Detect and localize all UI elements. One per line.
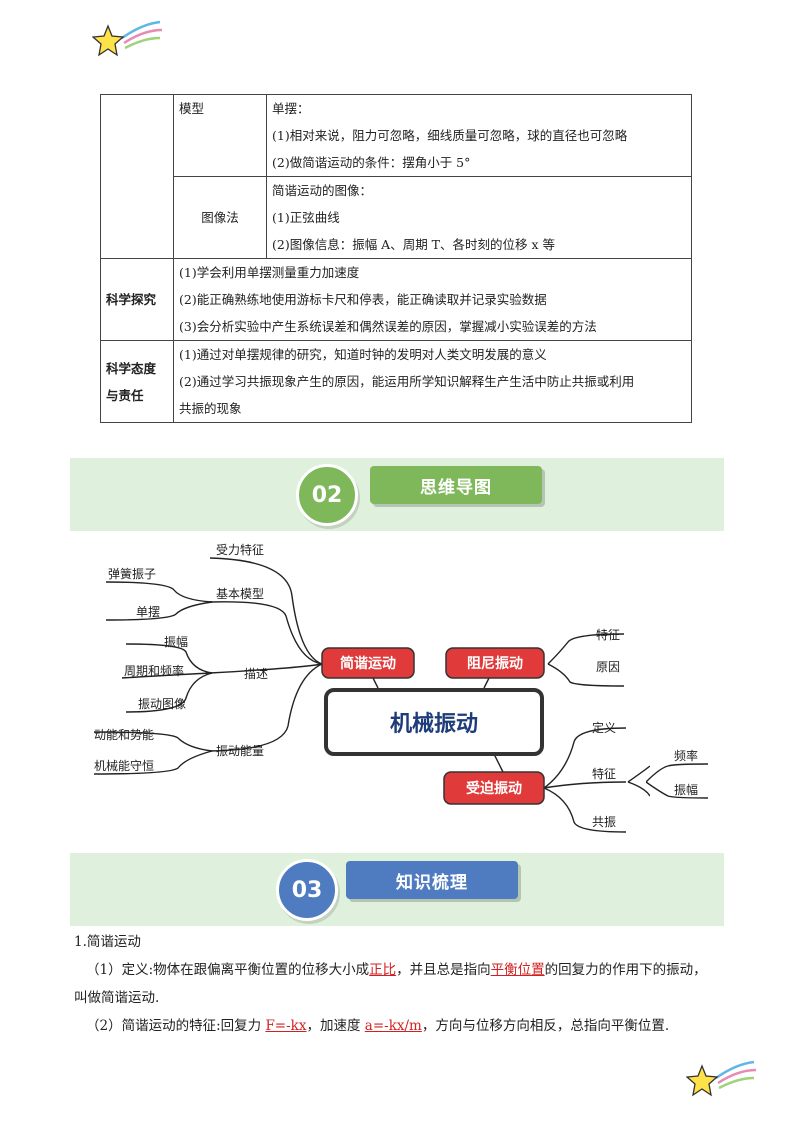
section-number-badge: 02 [296,464,358,526]
table-line: (1)相对来说，阻力可忽略，细线质量可忽略，球的直径也可忽略 [272,128,628,143]
table-line: 简谐运动的图像： [272,183,373,198]
knowledge-paragraph-cont: 叫做简谐运动. [74,990,160,1006]
course-outline-table: 模型 单摆： (1)相对来说，阻力可忽略，细线质量可忽略，球的直径也可忽略 (2… [100,94,692,423]
table-line: (2)通过学习共振现象产生的原因，能运用所学知识解释生产生活中防止共振或利用 [179,374,635,389]
mindmap-label-forced-feature: 特征 [592,766,616,781]
text-run: ，加速度 [306,1018,365,1034]
table-cell-content: 单摆： (1)相对来说，阻力可忽略，细线质量可忽略，球的直径也可忽略 (2)做简… [266,94,692,177]
table-row-label-line1: 科学态度 [106,360,157,376]
table-cell-content: (1)通过对单摆规律的研究，知道时钟的发明对人类文明发展的意义 (2)通过学习共… [173,340,692,423]
text-run: （2）简谐运动的特征:回复力 [86,1018,266,1034]
table-row: 科学探究 (1)学会利用单摆测量重力加速度 (2)能正确熟练地使用游标卡尺和停表… [100,258,692,341]
table-cell-empty [100,94,174,259]
table-sub-label: 图像法 [173,176,267,259]
keyword-highlight: F=-kx [265,1018,307,1034]
table-line: (2)能正确熟练地使用游标卡尺和停表，能正确读取并记录实验数据 [179,292,547,307]
mindmap-label-model: 基本模型 [216,587,264,601]
mindmap-label-frequency: 频率 [674,748,698,763]
table-row-label: 科学态度 与责任 [100,340,174,423]
table-sub-label: 模型 [173,94,267,177]
mindmap-node-label: 阻尼振动 [467,655,523,672]
table-row: 图像法 简谐运动的图像： (1)正弦曲线 (2)图像信息：振幅 A、周期 T、各… [101,176,692,259]
mindmap-center-label: 机械振动 [390,712,478,737]
table-line: (3)会分析实验中产生系统误差和偶然误差的原因，掌握减小实验误差的方法 [179,319,597,334]
mindmap-label-graph: 振动图像 [138,697,186,711]
mindmap-label-damped-feature: 特征 [596,627,620,642]
table-line: (1)学会利用单摆测量重力加速度 [179,265,360,280]
table-row-label: 科学探究 [100,258,174,341]
mindmap-label-pendulum: 单摆 [136,605,160,619]
mindmap-label-forced-amplitude: 振幅 [674,782,698,797]
mindmap-label-damped-cause: 原因 [596,660,620,674]
keyword-highlight: 平衡位置 [490,962,545,978]
table-line: (2)图像信息：振幅 A、周期 T、各时刻的位移 x 等 [272,237,556,252]
mindmap-label-forced-definition: 定义 [592,720,616,735]
star-decoration-icon [92,20,163,57]
keyword-highlight: a=-kx/m [364,1018,422,1034]
knowledge-content: 1.简谐运动 （1）定义:物体在跟偏离平衡位置的位移大小成正比，并且总是指向平衡… [74,928,734,1040]
mindmap-label-ke-pe: 动能和势能 [94,728,154,742]
table-line: 单摆： [272,101,310,116]
section-02-banner: 02 思维导图 [70,458,724,531]
section-03-banner: 03 知识梳理 [70,853,724,926]
text-run: 的回复力的作用下的振动， [544,962,707,978]
knowledge-heading: 1.简谐运动 [74,934,141,950]
table-row: 科学态度 与责任 (1)通过对单摆规律的研究，知道时钟的发明对人类文明发展的意义… [100,340,692,423]
table-line: (1)通过对单摆规律的研究，知道时钟的发明对人类文明发展的意义 [179,347,547,362]
knowledge-paragraph: （2）简谐运动的特征:回复力 F=-kx，加速度 a=-kx/m，方向与位移方向… [74,1012,734,1040]
section-title: 知识梳理 [346,861,518,899]
mindmap-label-describe: 描述 [244,667,268,681]
keyword-highlight: 正比 [369,962,397,978]
mindmap-label-period: 周期和频率 [124,663,184,678]
mindmap-node-label: 受迫振动 [466,780,522,797]
text-run: ，方向与位移方向相反，总指向平衡位置. [421,1018,670,1034]
knowledge-paragraph: （1）定义:物体在跟偏离平衡位置的位移大小成正比，并且总是指向平衡位置的回复力的… [74,956,734,984]
section-number-badge: 03 [276,859,338,921]
mindmap-label-energy: 振动能量 [216,744,264,758]
mind-map-forced-subtree: 频率 振幅 [646,748,709,799]
table-line: (1)正弦曲线 [272,210,340,225]
mindmap-node-label: 简谐运动 [340,655,396,672]
text-run: （1）定义:物体在跟偏离平衡位置的位移大小成 [86,962,370,978]
text-run: ，并且总是指向 [396,962,491,978]
table-row-label-line2: 与责任 [106,387,144,403]
table-line: (2)做简谐运动的条件：摆角小于 5° [272,155,471,170]
mindmap-label-spring: 弹簧振子 [108,566,156,581]
mindmap-node-damped [445,647,545,679]
mind-map: 机械振动 简谐运动 阻尼振动 受迫振动 受力特征 基本模型 弹簧振子 单摆 描述… [93,542,650,833]
star-decoration-icon [686,1060,757,1097]
mindmap-label-amplitude: 振幅 [164,634,188,649]
table-cell-content: (1)学会利用单摆测量重力加速度 (2)能正确熟练地使用游标卡尺和停表，能正确读… [173,258,692,341]
mindmap-node-shm [321,647,415,679]
table-line: 共振的现象 [179,401,242,416]
mindmap-label-resonance: 共振 [592,815,616,829]
mindmap-node-forced [443,771,545,805]
table-cell-content: 简谐运动的图像： (1)正弦曲线 (2)图像信息：振幅 A、周期 T、各时刻的位… [266,176,692,259]
mindmap-label-conserve: 机械能守恒 [94,758,154,773]
mindmap-center-node [324,688,544,756]
table-row: 模型 单摆： (1)相对来说，阻力可忽略，细线质量可忽略，球的直径也可忽略 (2… [100,94,692,259]
section-title: 思维导图 [370,466,542,504]
mindmap-label-force: 受力特征 [216,542,264,557]
